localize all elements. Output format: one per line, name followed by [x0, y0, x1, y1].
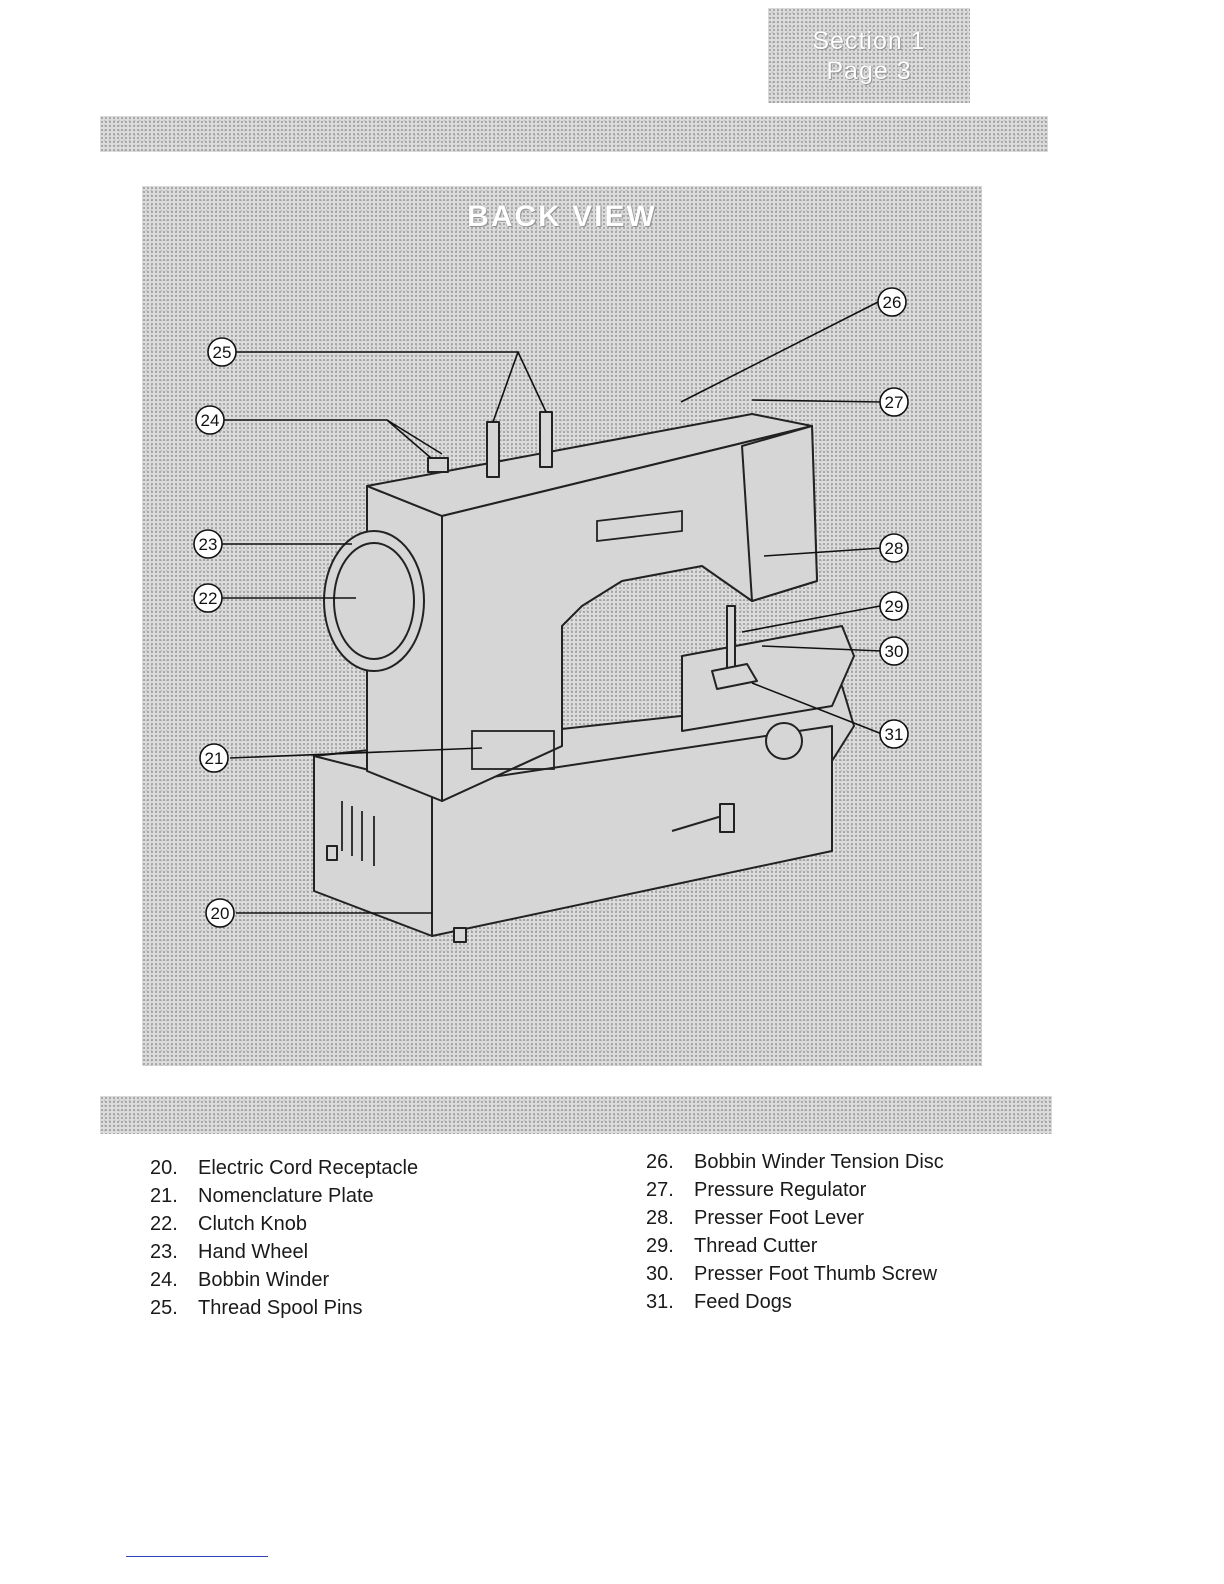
footer-rule	[126, 1556, 268, 1557]
legend-item: 20. Electric Cord Receptacle	[150, 1154, 418, 1182]
legend-number: 22.	[150, 1213, 178, 1235]
legend-label: Nomenclature Plate	[198, 1185, 374, 1207]
callout-25: 25	[213, 343, 232, 362]
legend-label: Presser Foot Thumb Screw	[694, 1263, 938, 1285]
legend-item: 26. Bobbin Winder Tension Disc	[646, 1148, 944, 1176]
legend-label: Bobbin Winder	[198, 1269, 330, 1291]
callout-21: 21	[205, 749, 224, 768]
parts-legend-left: 20. Electric Cord Receptacle 21. Nomenclat…	[150, 1154, 418, 1322]
legend-item: 27. Pressure Regulator	[646, 1176, 944, 1204]
middle-divider-band	[100, 1096, 1052, 1134]
callout-26: 26	[883, 293, 902, 312]
legend-number: 24.	[150, 1269, 178, 1291]
legend-label: Clutch Knob	[198, 1213, 307, 1235]
legend-number: 31.	[646, 1291, 674, 1313]
legend-label: Presser Foot Lever	[694, 1207, 865, 1229]
legend-number: 30.	[646, 1263, 674, 1285]
top-divider-band	[100, 116, 1048, 152]
callout-22: 22	[199, 589, 218, 608]
callout-31: 31	[885, 725, 904, 744]
back-view-figure: 20 21 22 23 24 25 26 27 28 29 30 31 BACK…	[142, 186, 982, 1066]
legend-item: 29. Thread Cutter	[646, 1232, 944, 1260]
legend-number: 29.	[646, 1235, 674, 1257]
callout-27: 27	[885, 393, 904, 412]
legend-label: Electric Cord Receptacle	[198, 1157, 419, 1179]
page-label: Page 3	[826, 56, 912, 85]
legend-label: Bobbin Winder Tension Disc	[694, 1151, 944, 1173]
legend-item: 21. Nomenclature Plate	[150, 1182, 418, 1210]
legend-number: 21.	[150, 1185, 178, 1207]
callout-23: 23	[199, 535, 218, 554]
legend-label: Hand Wheel	[198, 1241, 309, 1263]
parts-legend-right: 26. Bobbin Winder Tension Disc 27. Pressur…	[646, 1148, 944, 1316]
legend-item: 24. Bobbin Winder	[150, 1266, 418, 1294]
callout-29: 29	[885, 597, 904, 616]
sewing-machine-illustration: 20 21 22 23 24 25 26 27 28 29 30 31	[193, 287, 909, 943]
callout-28: 28	[885, 539, 904, 558]
legend-label: Pressure Regulator	[694, 1179, 867, 1201]
legend-number: 20.	[150, 1157, 178, 1179]
section-page-box: Section 1 Page 3	[768, 8, 970, 103]
legend-label: Feed Dogs	[694, 1291, 792, 1313]
legend-label: Thread Spool Pins	[198, 1297, 363, 1319]
figure-title: BACK VIEW	[467, 200, 657, 233]
legend-number: 23.	[150, 1241, 178, 1263]
callout-24: 24	[201, 411, 220, 430]
legend-number: 26.	[646, 1151, 674, 1173]
legend-number: 27.	[646, 1179, 674, 1201]
section-label: Section 1	[812, 26, 926, 55]
legend-item: 25. Thread Spool Pins	[150, 1294, 418, 1322]
legend-item: 28. Presser Foot Lever	[646, 1204, 944, 1232]
legend-label: Thread Cutter	[694, 1235, 818, 1257]
legend-item: 30. Presser Foot Thumb Screw	[646, 1260, 944, 1288]
legend-item: 23. Hand Wheel	[150, 1238, 418, 1266]
callout-20: 20	[211, 904, 230, 923]
legend-number: 28.	[646, 1207, 674, 1229]
legend-item: 31. Feed Dogs	[646, 1288, 944, 1316]
legend-item: 22. Clutch Knob	[150, 1210, 418, 1238]
callout-30: 30	[885, 642, 904, 661]
legend-number: 25.	[150, 1297, 178, 1319]
